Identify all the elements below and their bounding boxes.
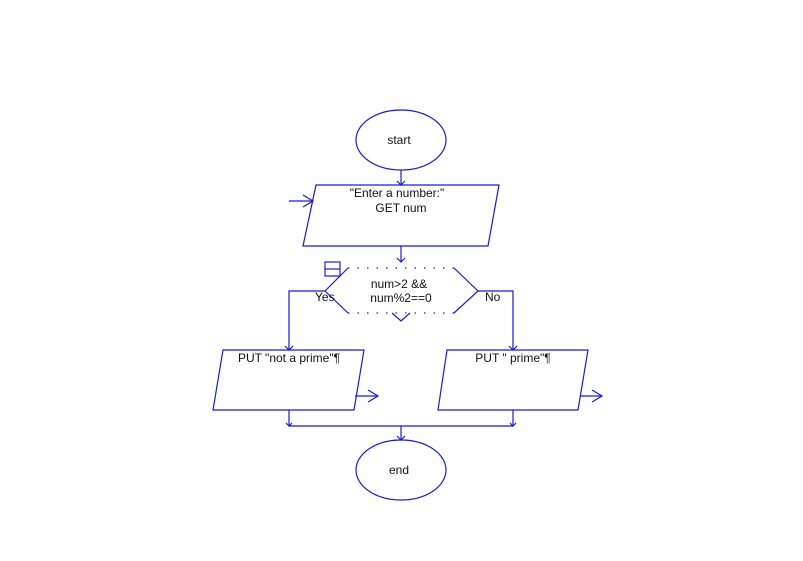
start-terminal[interactable]: start [355,109,447,171]
output-prime-exit-arrow [580,389,604,403]
output-not-prime-exit-arrow [355,389,380,403]
output-not-prime-text: PUT "not a prime"¶ [238,351,340,365]
connector-start-input [396,170,406,186]
connector-input-decision [396,246,406,263]
yes-label: Yes [315,290,335,304]
input-block[interactable]: "Enter a number:" GET num [302,184,500,247]
input-get-text: GET num [375,201,426,215]
output-prime-text: PUT " prime"¶ [475,351,550,365]
decision-condition-line1: num>2 && [371,277,427,291]
input-prompt-text: "Enter a number:" [350,186,445,200]
decision-block[interactable]: num>2 && num%2==0 [324,267,479,322]
start-label: start [387,133,411,147]
output-not-prime-block[interactable]: PUT "not a prime"¶ [212,349,365,411]
merge-connector [285,410,517,441]
no-label: No [485,290,501,304]
output-prime-block[interactable]: PUT " prime"¶ [437,349,589,411]
collapse-toggle-icon[interactable] [324,261,341,277]
end-terminal[interactable]: end [355,439,447,501]
decision-condition-line2: num%2==0 [370,291,432,305]
input-entry-arrow [289,194,315,208]
end-label: end [389,463,409,477]
